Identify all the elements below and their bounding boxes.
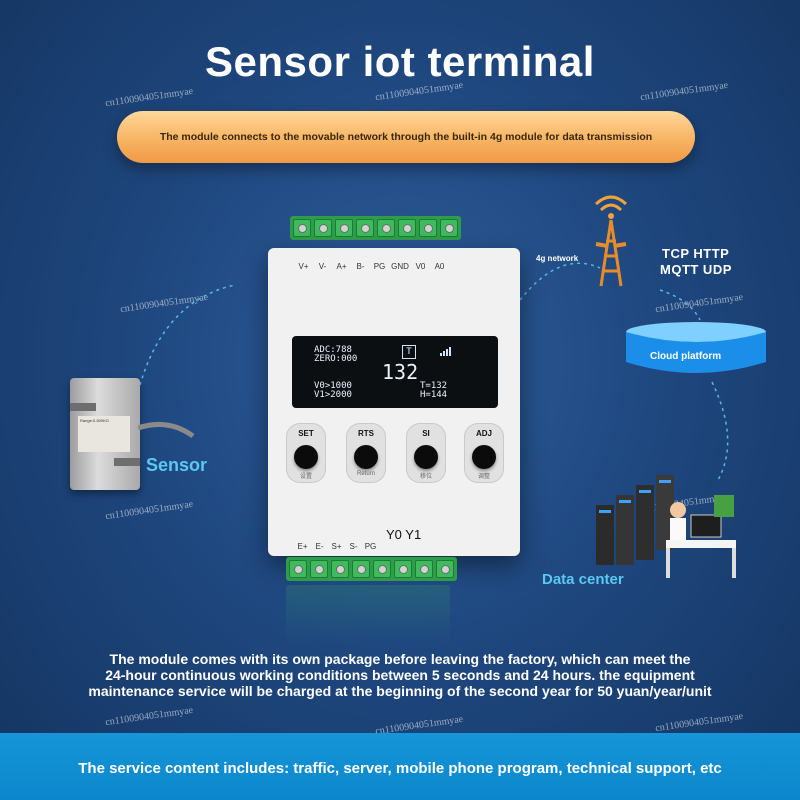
page-title: Sensor iot terminal bbox=[205, 38, 595, 85]
lcd-main-value: 132 bbox=[382, 360, 419, 384]
pin-label: S+ bbox=[331, 542, 342, 551]
set-button[interactable]: SET 设置 bbox=[286, 423, 326, 483]
cloud-platform-icon bbox=[626, 322, 766, 373]
terminal-screw bbox=[440, 219, 458, 237]
device-reflection bbox=[286, 585, 450, 643]
adj-button[interactable]: ADJ 调整 bbox=[464, 423, 504, 483]
lcd-adc-line: ADC:788 bbox=[314, 345, 352, 355]
antenna-tower-icon bbox=[594, 195, 628, 287]
button-label: SI bbox=[422, 429, 430, 438]
top-pin-labels: V+ V- A+ B- PG GND V0 A0 bbox=[294, 262, 449, 271]
sensor-cable bbox=[138, 421, 195, 439]
terminal-screw bbox=[314, 219, 332, 237]
button-knob[interactable] bbox=[294, 445, 318, 469]
terminal-screw bbox=[398, 219, 416, 237]
lcd-bottom-left: V0>1000 V1>2000 bbox=[314, 382, 352, 400]
top-terminal-block bbox=[290, 216, 461, 240]
load-cell-sensor-image: Range:0-500KG bbox=[70, 378, 140, 490]
terminal-screw bbox=[394, 560, 412, 578]
protocols-line-1: TCP HTTP bbox=[662, 246, 730, 261]
button-label: SET bbox=[298, 429, 314, 438]
lcd-zero-line: ZERO:000 bbox=[314, 354, 358, 364]
sensor-notch bbox=[114, 458, 140, 466]
tower-to-cloud-line bbox=[659, 289, 701, 321]
banner-text: The module connects to the movable netwo… bbox=[159, 131, 653, 143]
sensor-notch bbox=[70, 403, 96, 411]
pin-label: V+ bbox=[298, 262, 309, 271]
info-banner: The module connects to the movable netwo… bbox=[117, 111, 695, 163]
pin-label: V- bbox=[318, 262, 327, 271]
lcd-v0-line: V0>1000 bbox=[314, 381, 352, 391]
pin-label: PG bbox=[364, 542, 377, 551]
data-center-illustration bbox=[596, 475, 736, 578]
button-sublabel: Return bbox=[356, 471, 375, 477]
relay-labels: Y0 Y1 bbox=[386, 527, 422, 542]
button-sublabel: 调整 bbox=[477, 474, 490, 480]
description-line: The module comes with its own package be… bbox=[109, 651, 691, 667]
rts-button[interactable]: RTS Return bbox=[346, 423, 386, 483]
button-label: ADJ bbox=[475, 429, 492, 438]
bottom-pin-labels: E+ E- S+ S- PG bbox=[294, 542, 379, 551]
terminal-screw bbox=[331, 560, 349, 578]
pin-label: S- bbox=[349, 542, 358, 551]
sensor-sticker: Range:0-500KG bbox=[78, 416, 130, 452]
description-line: 24-hour continuous working conditions be… bbox=[105, 667, 695, 683]
button-knob[interactable] bbox=[414, 445, 438, 469]
lcd-top-left: ADC:788 ZERO:000 bbox=[314, 346, 357, 364]
pin-label: E- bbox=[315, 542, 324, 551]
data-center-label: Data center bbox=[542, 571, 624, 588]
lcd-t-icon: T bbox=[402, 345, 416, 359]
terminal-screw bbox=[377, 219, 395, 237]
button-knob[interactable] bbox=[472, 445, 496, 469]
pin-label: V0 bbox=[415, 262, 426, 271]
button-knob[interactable] bbox=[354, 445, 378, 469]
button-sublabel: 设置 bbox=[299, 474, 312, 480]
terminal-screw bbox=[356, 219, 374, 237]
button-label: RTS bbox=[358, 429, 374, 438]
terminal-screw bbox=[289, 560, 307, 578]
terminal-screw bbox=[436, 560, 454, 578]
service-content-text: The service content includes: traffic, s… bbox=[78, 760, 722, 777]
terminal-screw bbox=[335, 219, 353, 237]
terminal-screw bbox=[419, 219, 437, 237]
lcd-t-line: T=132 bbox=[420, 381, 448, 391]
description-line: maintenance service will be charged at t… bbox=[88, 683, 712, 699]
cloud-platform-label: Cloud platform bbox=[650, 351, 722, 362]
description: The module comes with its own package be… bbox=[0, 651, 800, 699]
pin-label: GND bbox=[391, 262, 409, 271]
pin-label: A+ bbox=[336, 262, 347, 271]
sensor-label: Sensor bbox=[146, 455, 208, 475]
pin-label: B- bbox=[356, 262, 365, 271]
button-sublabel: 移位 bbox=[419, 474, 432, 480]
terminal-screw bbox=[310, 560, 328, 578]
terminal-screw bbox=[415, 560, 433, 578]
terminal-screw bbox=[373, 560, 391, 578]
terminal-screw bbox=[293, 219, 311, 237]
si-button[interactable]: SI 移位 bbox=[406, 423, 446, 483]
terminal-screw bbox=[352, 560, 370, 578]
cloud-to-datacenter-line bbox=[711, 381, 729, 481]
pin-label: PG bbox=[373, 262, 386, 271]
sensor-sticker-text: Range:0-500KG bbox=[80, 418, 109, 423]
lcd-v1-line: V1>2000 bbox=[314, 390, 352, 400]
signal-strength-icon bbox=[440, 347, 451, 356]
pin-label: E+ bbox=[297, 542, 308, 551]
lcd-display: ADC:788 ZERO:000 T 132 V0>1000 V1>2000 T… bbox=[292, 336, 498, 408]
iot-terminal-device: V+ V- A+ B- PG GND V0 A0 ADC:788 ZERO:00… bbox=[268, 248, 520, 556]
lcd-bottom-right: T=132 H=144 bbox=[420, 382, 447, 400]
network-label: 4g network bbox=[536, 254, 579, 263]
service-footer: The service content includes: traffic, s… bbox=[0, 733, 800, 800]
sensor-to-device-line bbox=[139, 284, 236, 386]
pin-label: A0 bbox=[434, 262, 445, 271]
lcd-h-line: H=144 bbox=[420, 390, 448, 400]
bottom-terminal-block bbox=[286, 557, 457, 581]
protocols-line-2: MQTT UDP bbox=[660, 262, 732, 277]
device-to-tower-line bbox=[519, 262, 601, 301]
